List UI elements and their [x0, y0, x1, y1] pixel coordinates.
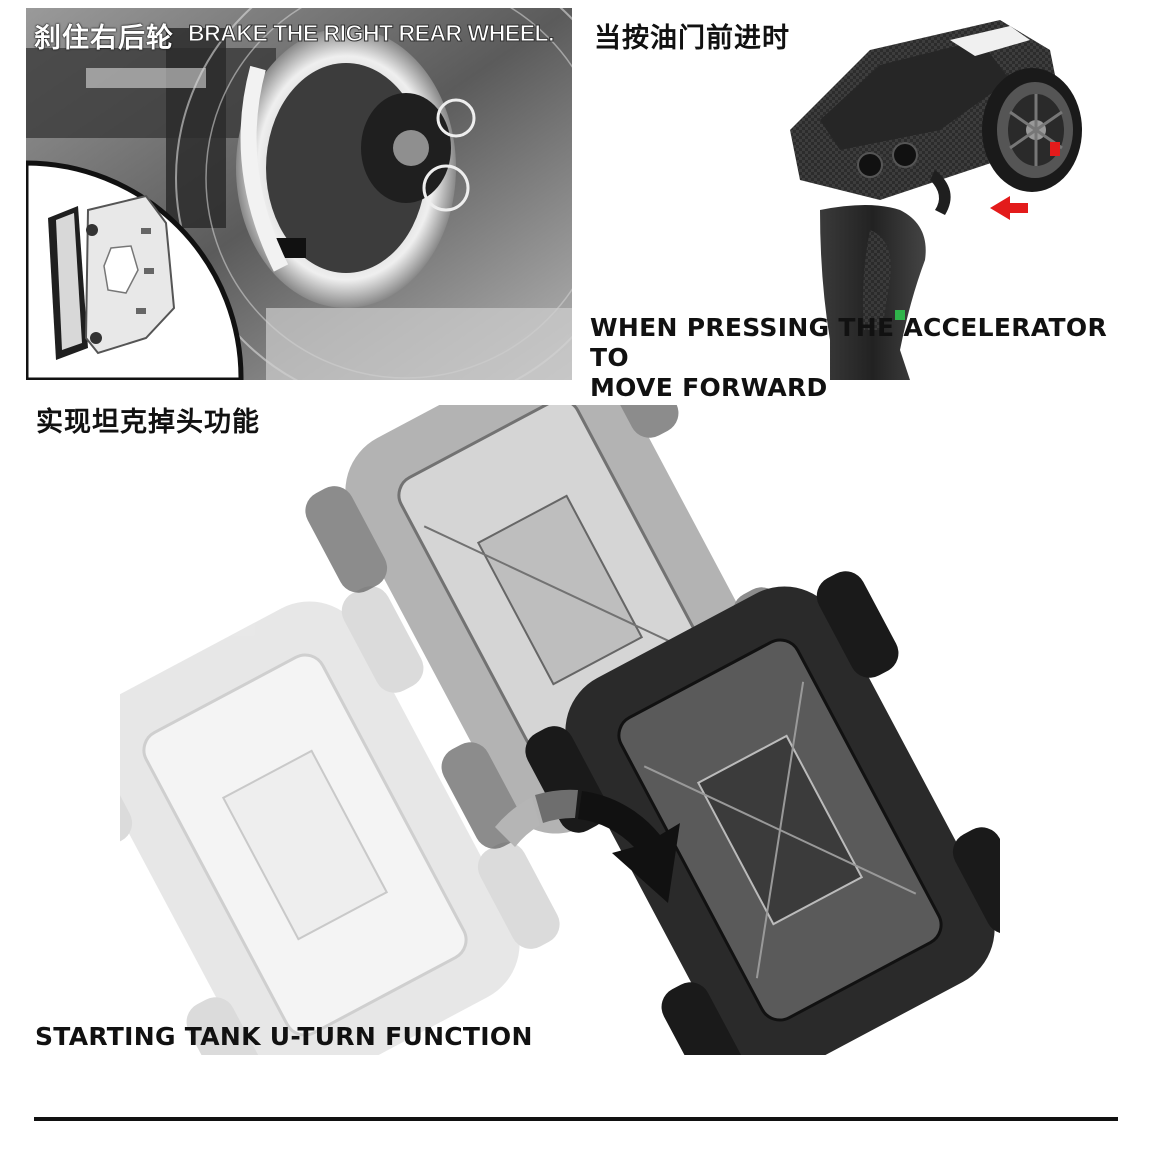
brake-wheel-photo — [26, 8, 572, 380]
brake-disc-illustration — [26, 8, 572, 380]
accelerator-caption-line2: MOVE FORWARD — [590, 373, 828, 402]
green-indicator — [895, 310, 905, 320]
chassis-dark — [525, 571, 1035, 1089]
brake-title-chinese: 刹住右后轮 — [34, 23, 174, 54]
accelerator-caption: WHEN PRESSING THE ACCELERATOR TO MOVE FO… — [590, 313, 1130, 403]
steering-wheel-icon — [982, 68, 1082, 192]
radio-transmitter-image — [760, 10, 1120, 380]
accelerator-title-chinese: 当按油门前进时 — [594, 23, 790, 54]
bottom-divider — [34, 1117, 1118, 1121]
rotate-clockwise-arrow-icon — [495, 789, 680, 903]
chassis-faded — [50, 586, 560, 1104]
brake-pad-detail — [48, 194, 176, 360]
chassis-rotation-graphic — [50, 331, 1035, 1104]
arrow-left-icon — [990, 196, 1028, 220]
tank-turn-caption: STARTING TANK U-TURN FUNCTION — [35, 1022, 533, 1051]
tank-turn-illustration — [50, 331, 1035, 1104]
brake-title-english: BRAKE THE RIGHT REAR WHEEL. — [188, 20, 556, 47]
accelerator-caption-line1: WHEN PRESSING THE ACCELERATOR TO — [590, 313, 1107, 372]
transmitter-illustration — [790, 20, 1082, 380]
tank-turn-title-chinese: 实现坦克掉头功能 — [36, 407, 260, 438]
